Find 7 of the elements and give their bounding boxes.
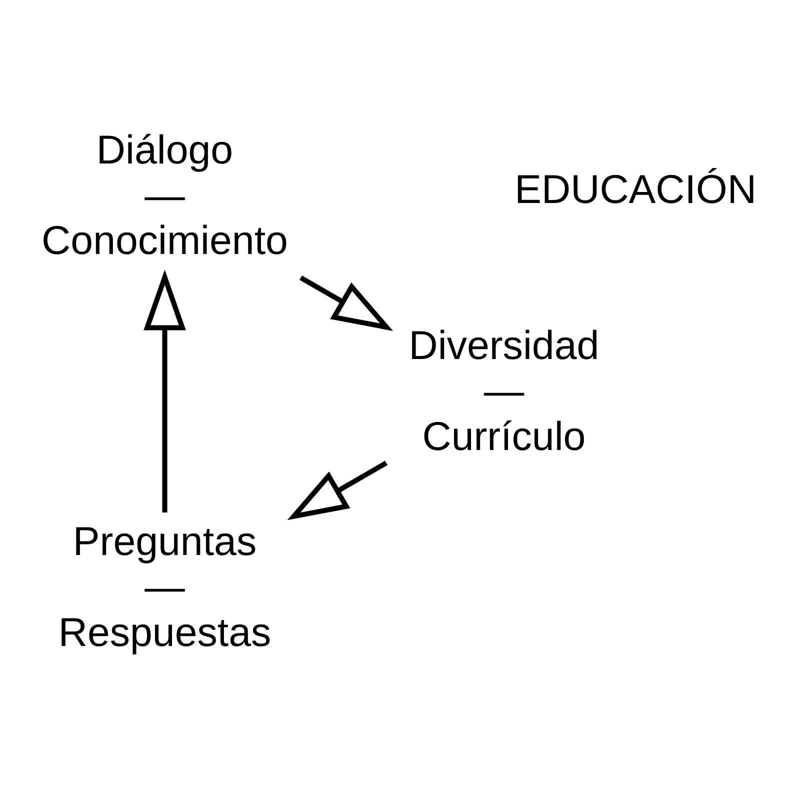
node-text: Diversidad — Currículo (408, 323, 600, 459)
label: EDUCACIÓN (514, 167, 756, 212)
node-text: Preguntas — Respuestas (58, 519, 272, 655)
arrow (300, 276, 394, 331)
node-text: Diálogo — Conocimiento (42, 127, 288, 264)
arrow (287, 460, 388, 520)
arrow (144, 270, 186, 512)
